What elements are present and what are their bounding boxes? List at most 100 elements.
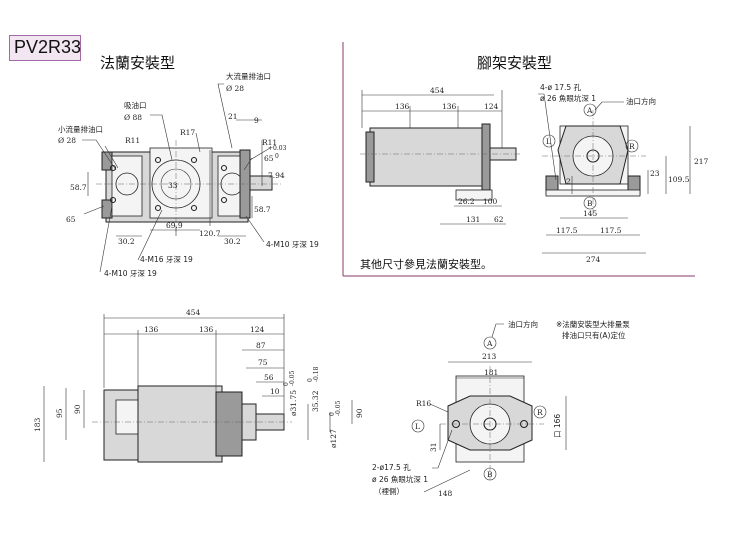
- front-hole-note-c: （裡側）: [374, 486, 404, 496]
- foot-dim-145: 145: [583, 209, 598, 218]
- bolt-hole: [190, 156, 198, 164]
- suction-dia: Ø 88: [124, 113, 142, 122]
- front-dim-166: 口 166: [553, 414, 562, 438]
- side-dim-454: 454: [186, 308, 201, 317]
- dim-58-7-b: 58.7: [254, 205, 271, 214]
- foot-mark-r: [625, 139, 639, 153]
- r11-label-b: R11: [262, 138, 277, 147]
- bolt-hole: [154, 156, 162, 164]
- foot-dim-454: 454: [430, 86, 445, 95]
- foot-mark-l: [542, 134, 556, 148]
- side-dim-90-b: 90: [355, 408, 364, 418]
- svg-text:L: L: [415, 422, 420, 431]
- foot-dim-274: 274: [586, 255, 601, 264]
- front-mark-b: [483, 467, 497, 481]
- foot-dim-124: 124: [484, 102, 499, 111]
- foot-dim-23: 23: [650, 169, 660, 178]
- front-hole-note-b: ø 26 魚眼坑深 1: [372, 474, 428, 484]
- bolt-hole: [220, 164, 228, 172]
- foot-dim-100: 100: [483, 197, 498, 206]
- side-rear-panel: [115, 399, 139, 435]
- side-pilot-tol: 0: [329, 412, 336, 416]
- foot-hole-note-b: ø 26 魚眼坑深 1: [540, 93, 596, 103]
- dim-58-7-a: 58.7: [70, 183, 87, 192]
- foot-bracket: [455, 189, 493, 201]
- dim-120-7: 120.7: [199, 229, 221, 238]
- foot-pump-body: [369, 127, 489, 187]
- front-hole-note: 2-ø17.5 孔: [372, 463, 411, 472]
- dim-69-9: 69.9: [166, 221, 183, 230]
- front-dim-31: 31: [429, 442, 438, 452]
- svg-text:B: B: [487, 470, 493, 479]
- foot-dim-131: 131: [466, 215, 480, 224]
- side-dim-136-a: 136: [144, 325, 159, 334]
- foot-dim-26-2: 26.2: [458, 197, 475, 206]
- foot-mark-a: [583, 103, 597, 117]
- large-outlet-label: 大流量排油口: [226, 71, 271, 81]
- bolt-hole: [154, 204, 162, 212]
- foot-end-cap: [365, 131, 375, 183]
- side-dim-136-b: 136: [199, 325, 214, 334]
- foot-mark-b: [583, 196, 597, 210]
- front-mark-a: [483, 336, 497, 350]
- front-dim-148: 148: [438, 489, 453, 498]
- side-pilot-dia: ø127: [329, 429, 338, 448]
- dim-9: 9: [254, 116, 259, 125]
- dim-30-2-a: 30.2: [118, 237, 135, 246]
- side-key-tol-b: -0.18: [313, 366, 320, 382]
- r11-label: R11: [125, 136, 140, 145]
- front-port-dir: 油口方向: [508, 319, 538, 329]
- front-dim-181: 181: [484, 368, 498, 377]
- m16-note: 4-M16 牙深 19: [140, 255, 193, 264]
- dim-65-b: 65: [66, 215, 76, 224]
- small-outlet-label: 小流量排油口: [58, 124, 103, 134]
- foot-dim-62: 62: [494, 215, 504, 224]
- side-flange: [215, 391, 243, 457]
- tol-7-94-b: 0: [275, 153, 279, 160]
- foot-dim-136-a: 136: [395, 102, 410, 111]
- side-dim-87: 87: [256, 341, 266, 350]
- front-view: A B L R 油口方向 ※法蘭安裝型大排量泵 排油口只有(A)定位 213 1…: [372, 319, 630, 498]
- side-shaft-tol-b: -0.05: [289, 370, 296, 386]
- front-mark-r: [533, 405, 547, 419]
- front-dim-213: 213: [482, 352, 497, 361]
- side-dim-124: 124: [250, 325, 265, 334]
- foot-port-dir: 油口方向: [626, 96, 656, 106]
- side-shaft-tol: 0: [283, 382, 290, 386]
- foot-mount-title: 腳架安裝型: [477, 54, 553, 72]
- side-dim-90-a: 90: [73, 404, 82, 414]
- m10-note-a: 4-M10 牙深 19: [104, 269, 157, 278]
- m10-note-b: 4-M10 牙深 19: [266, 240, 319, 249]
- side-front-section: [137, 385, 223, 463]
- foot-dim-2: 2: [566, 177, 571, 186]
- bolt-hole: [109, 196, 117, 204]
- foot-dim-136-b: 136: [442, 102, 457, 111]
- front-flange-note-b: 排油口只有(A)定位: [562, 330, 626, 340]
- foot-dim-117-5-a: 117.5: [556, 226, 578, 235]
- side-key-tol: 0: [307, 378, 314, 382]
- small-outlet-dia: Ø 28: [58, 136, 76, 145]
- svg-text:L: L: [546, 137, 551, 146]
- bolt-hole: [220, 196, 228, 204]
- flange-mount-title: 法蘭安裝型: [100, 54, 176, 72]
- side-view: 454 136 136 124 87 75 56 10 183 95 90 90…: [33, 308, 364, 463]
- front-r16: R16: [416, 399, 431, 408]
- r17-label: R17: [180, 128, 195, 137]
- foot-dim-109-5: 109.5: [668, 175, 690, 184]
- large-outlet-dia: Ø 28: [226, 84, 244, 93]
- model-badge: PV2R33: [9, 35, 81, 61]
- dim-33: 33: [168, 181, 178, 190]
- side-dim-10: 10: [270, 387, 280, 396]
- foot-view: 454 136 136 124 26.2 100 131 62 A B L R …: [360, 83, 709, 264]
- foot-dim-117-5-b: 117.5: [600, 226, 622, 235]
- foot-dim-217: 217: [694, 157, 709, 166]
- side-dim-183: 183: [33, 417, 42, 432]
- svg-text:B: B: [587, 199, 593, 208]
- suction-label: 吸油口: [124, 100, 147, 110]
- drive-shaft: [249, 175, 273, 191]
- dim-7-94: 7.94: [268, 171, 285, 180]
- side-shaft-dia: ø31.75: [289, 390, 298, 416]
- front-flange-note: ※法蘭安裝型大排量泵: [556, 319, 630, 329]
- dim-65-a: 65: [264, 154, 274, 163]
